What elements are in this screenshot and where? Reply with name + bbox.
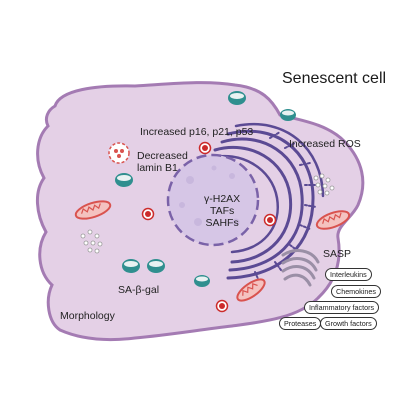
golgi-apparatus bbox=[281, 249, 320, 287]
label-tafs: TAFs bbox=[209, 205, 235, 218]
label-sa-beta-gal: SA-β-gal bbox=[118, 284, 160, 296]
label-sahfs: SAHFs bbox=[205, 217, 239, 230]
sasp-pill-inflammatory-factors: Inflammatory factors bbox=[304, 301, 380, 314]
sasp-pill-proteases: Proteases bbox=[279, 317, 322, 330]
endoplasmic-reticulum bbox=[208, 123, 325, 282]
lysosomes bbox=[115, 91, 296, 287]
sasp-pill-interleukins: Interleukins bbox=[325, 268, 372, 281]
senescence-markers bbox=[141, 141, 277, 313]
label-increased-ros: Increased ROS bbox=[289, 138, 361, 150]
diagram-title: Senescent cell bbox=[282, 70, 387, 87]
ros-particles bbox=[80, 173, 335, 254]
mitochondria bbox=[74, 200, 351, 302]
sasp-pill-growth-factors: Growth factors bbox=[320, 317, 377, 330]
label-sasp: SASP bbox=[323, 248, 352, 260]
sasp-pill-chemokines: Chemokines bbox=[331, 285, 381, 298]
label-decreased-lamin-line2: lamin B1 bbox=[137, 162, 178, 175]
label-decreased-lamin-line1: Decreased bbox=[137, 150, 188, 162]
label-nucleus-markers: γ-H2AX TAFs SAHFs bbox=[204, 193, 240, 229]
label-decreased-lamin: Decreased lamin B1 bbox=[137, 150, 188, 174]
label-increased-p16: Increased p16, p21, p53 bbox=[140, 126, 254, 138]
lamin-vesicle bbox=[108, 142, 130, 164]
label-morphology: Morphology bbox=[60, 310, 115, 322]
nucleus bbox=[166, 153, 260, 247]
label-gamma-h2ax: γ-H2AX bbox=[204, 193, 241, 205]
